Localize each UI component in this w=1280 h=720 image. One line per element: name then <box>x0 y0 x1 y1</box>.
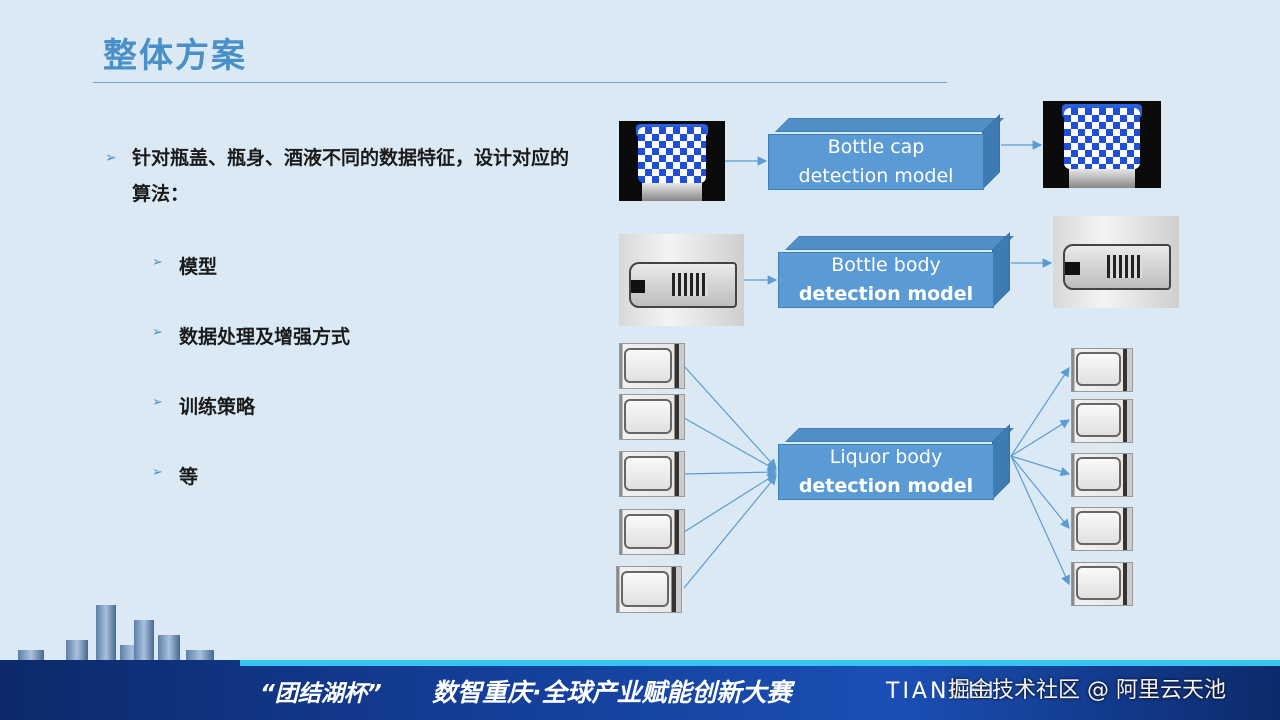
bullet-arrow-icon: ➢ <box>152 395 163 410</box>
slide-title: 整体方案 <box>103 36 247 76</box>
arrow-liquor-out <box>1010 455 1070 529</box>
arrow-liquor-out <box>1010 455 1070 586</box>
sub-bullet: ➢ 训练策略 <box>152 392 255 419</box>
arrow-liquor-in <box>683 475 777 589</box>
arrow-liquor-in <box>683 467 778 477</box>
sub-bullet: ➢ 模型 <box>152 252 217 279</box>
footer-banner: “团结湖杯” 数智重庆·全球产业赋能创新大赛 TIANCHI <box>0 660 1280 720</box>
bullet-arrow-icon: ➢ <box>152 465 163 480</box>
bullet-list: ➢ 针对瓶盖、瓶身、酒液不同的数据特征，设计对应的算法： <box>105 140 575 212</box>
liquor-output-image <box>1071 348 1133 392</box>
model-label-line1: Bottle cap <box>827 136 925 158</box>
model-label-line2: detection model <box>798 475 974 497</box>
tianchi-logo: TIANCHI <box>886 679 997 704</box>
sub-bullet: ➢ 等 <box>152 462 198 489</box>
liquor-input-image <box>619 343 685 389</box>
liquor-input-image <box>619 451 685 497</box>
liquor-input-image <box>619 509 685 555</box>
sub-bullet-text: 训练策略 <box>179 396 256 418</box>
bottle-body-model-box: Bottle body detection model <box>778 232 1014 308</box>
model-label-line1: Liquor body <box>829 446 943 468</box>
bottle-body-output-image <box>1053 216 1179 308</box>
liquor-output-image <box>1071 399 1133 443</box>
footer-slogan-cup: “团结湖杯” <box>260 681 382 707</box>
bottle-cap-model-box: Bottle cap detection model <box>768 114 1004 190</box>
model-label-line1: Bottle body <box>831 254 941 276</box>
model-label-line2: detection model <box>798 283 974 305</box>
bullet-arrow-icon: ➢ <box>152 255 163 270</box>
main-bullet-text: 针对瓶盖、瓶身、酒液不同的数据特征，设计对应的算法： <box>132 147 570 205</box>
bottle-cap-input-image <box>619 121 725 201</box>
liquor-output-image <box>1071 453 1133 497</box>
arrow-liquor-in <box>683 365 777 469</box>
bullet-arrow-icon: ➢ <box>105 150 117 166</box>
arrow-liquor-in <box>683 473 778 533</box>
liquor-input-image <box>616 566 682 613</box>
bottle-body-input-image <box>619 234 744 326</box>
bullet-arrow-icon: ➢ <box>152 325 163 340</box>
arrow-liquor-out <box>1010 455 1071 477</box>
sub-bullet-text: 等 <box>179 466 199 488</box>
model-label-line2: detection model <box>798 165 954 187</box>
arrow-liquor-out <box>1010 419 1071 457</box>
arrow-liquor-out <box>1010 366 1070 457</box>
liquor-body-model-box: Liquor body detection model <box>778 424 1014 500</box>
arrow-liquor-in <box>683 417 778 471</box>
main-bullet: ➢ 针对瓶盖、瓶身、酒液不同的数据特征，设计对应的算法： <box>105 140 575 212</box>
liquor-output-image <box>1071 507 1133 551</box>
sub-bullet: ➢ 数据处理及增强方式 <box>152 322 350 349</box>
watermark: 掘金技术社区 @ 阿里云天池 <box>948 678 1226 703</box>
footer-slogan-contest: 数智重庆·全球产业赋能创新大赛 <box>432 678 792 707</box>
title-divider <box>93 82 947 83</box>
liquor-input-image <box>619 394 685 440</box>
sub-bullet-text: 模型 <box>179 256 218 278</box>
bottle-cap-output-image <box>1043 101 1161 188</box>
sub-bullet-text: 数据处理及增强方式 <box>179 326 351 348</box>
liquor-output-image <box>1071 562 1133 606</box>
